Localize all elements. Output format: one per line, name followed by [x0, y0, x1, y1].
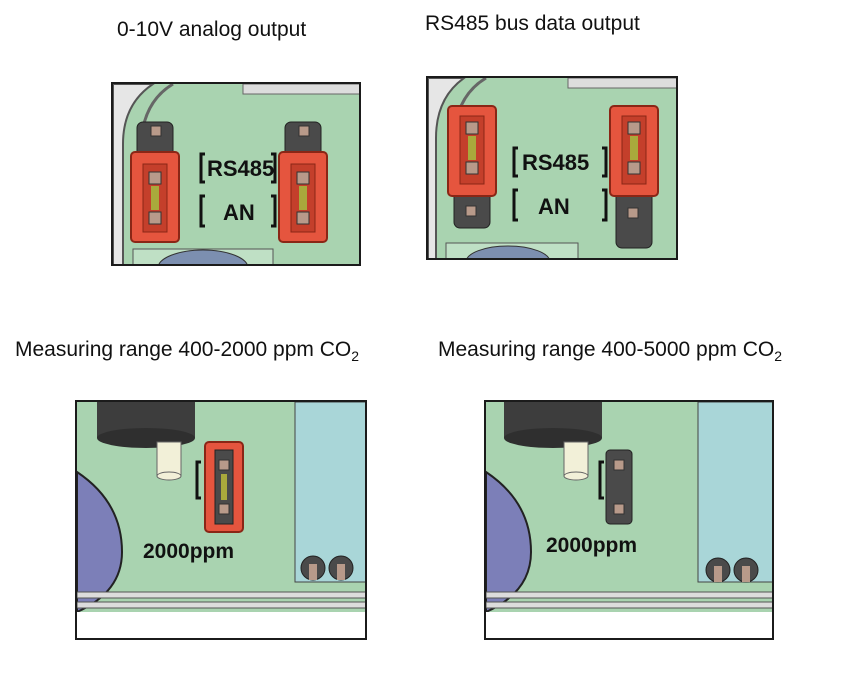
range-header-no-jumper — [605, 449, 633, 525]
left-jumper-an — [130, 151, 180, 243]
pcb-panel-range-5000: 2000ppm — [484, 400, 774, 640]
range-jumper-installed — [204, 441, 244, 533]
silk-rs485-label: RS485 — [522, 150, 589, 175]
caption-range-5000: Measuring range 400-5000 ppm CO2 — [438, 338, 782, 365]
caption-analog-output: 0-10V analog output — [117, 18, 307, 41]
pcb-panel-range-2000: 2000ppm — [75, 400, 367, 640]
pcb-panel-analog: RS485 AN — [111, 82, 361, 266]
right-jumper-rs485 — [609, 105, 659, 249]
silk-2000ppm-label: 2000ppm — [546, 534, 637, 557]
silk-an-label: AN — [538, 194, 570, 219]
pcb-panel-rs485: RS485 AN — [426, 76, 678, 260]
left-jumper-rs485 — [447, 105, 497, 229]
pin-pair — [705, 557, 759, 583]
silk-an-label: AN — [223, 200, 255, 225]
right-jumper-an — [278, 121, 328, 243]
silk-2000ppm-label: 2000ppm — [143, 540, 234, 563]
silk-rs485-label: RS485 — [207, 156, 274, 181]
caption-rs485-output: RS485 bus data output — [425, 12, 640, 35]
caption-range-2000: Measuring range 400-2000 ppm CO2 — [15, 338, 359, 365]
pin-pair — [300, 555, 354, 581]
